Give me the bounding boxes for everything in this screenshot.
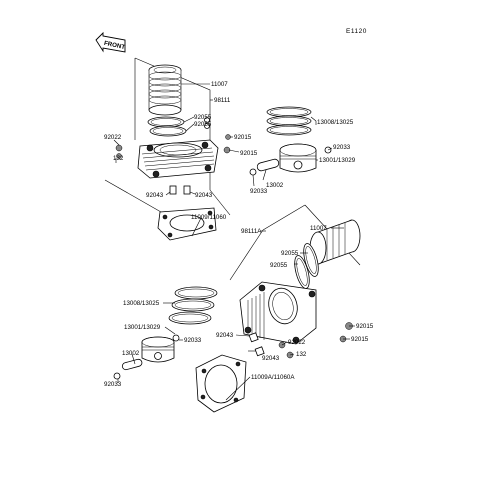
front-wrist-pin	[249, 146, 332, 176]
front-base-gasket	[157, 207, 217, 241]
rear-piston	[141, 336, 175, 363]
label-rear-nut: 92015	[356, 323, 374, 330]
front-piston	[279, 143, 317, 173]
label-front-circlip2: 92033	[250, 188, 268, 195]
label-front-pin: 13002	[266, 182, 284, 189]
label-front-nut-right: 92015	[234, 134, 252, 141]
diagram-code: E1120	[346, 28, 367, 35]
label-rear-rings: 13008/13025	[123, 300, 160, 307]
label-rear-stud: 92022	[288, 339, 306, 346]
label-front-dowel-pin-r: 92043	[195, 192, 213, 199]
front-small-parts	[115, 117, 231, 195]
rear-cylinder-block	[239, 281, 317, 345]
label-rear-cylinder: 11007	[310, 225, 327, 232]
label-front-nut-right2: 92015	[240, 150, 258, 157]
label-rear-circlip2: 92033	[104, 381, 122, 388]
label-front-dowel-b: 92055	[194, 121, 212, 128]
label-rear-dowel-b: 92055	[270, 262, 288, 269]
label-rear-washer: 132	[296, 351, 307, 358]
label-front-stud: 92022	[104, 134, 122, 141]
label-front-cylinder: 11007	[211, 81, 228, 88]
label-front-base-gasket: 98111	[214, 97, 231, 104]
label-rear-dowel-pin-r: 92043	[262, 355, 280, 362]
label-front-piston: 13001/13029	[319, 157, 356, 164]
rear-cylinder-sleeve	[309, 219, 361, 265]
front-cylinder-sleeve	[148, 64, 182, 116]
label-front-washer: 132	[113, 155, 124, 162]
label-front-gasket: 11009/11060	[191, 214, 227, 221]
front-cylinder-block	[137, 139, 219, 179]
rear-wrist-pin	[113, 334, 180, 380]
leader-lines	[113, 83, 355, 401]
label-rear-pin: 13002	[122, 350, 140, 357]
front-arrow-label: FRONT	[103, 40, 126, 51]
rear-piston-rings	[168, 286, 218, 325]
front-arrow-icon: FRONT	[95, 31, 126, 53]
label-rear-piston: 13001/13029	[124, 324, 161, 331]
label-rear-base-gasket: 98111A	[241, 228, 262, 235]
label-front-rings: 13008/13025	[317, 119, 354, 126]
label-rear-dowel-pin-l: 92043	[216, 332, 234, 339]
front-o-rings	[147, 116, 187, 137]
rear-base-gasket	[195, 354, 247, 413]
label-rear-dowel-a: 92055	[281, 250, 299, 257]
label-front-circlip: 92033	[333, 144, 351, 151]
label-front-dowel-a: 92055	[194, 114, 212, 121]
front-piston-rings	[266, 106, 312, 136]
label-rear-nut2: 92015	[351, 336, 369, 343]
label-rear-gasket: 11009A/11060A	[251, 374, 295, 381]
label-rear-circlip: 92033	[184, 337, 202, 344]
label-front-dowel-pin-l: 92043	[146, 192, 164, 199]
